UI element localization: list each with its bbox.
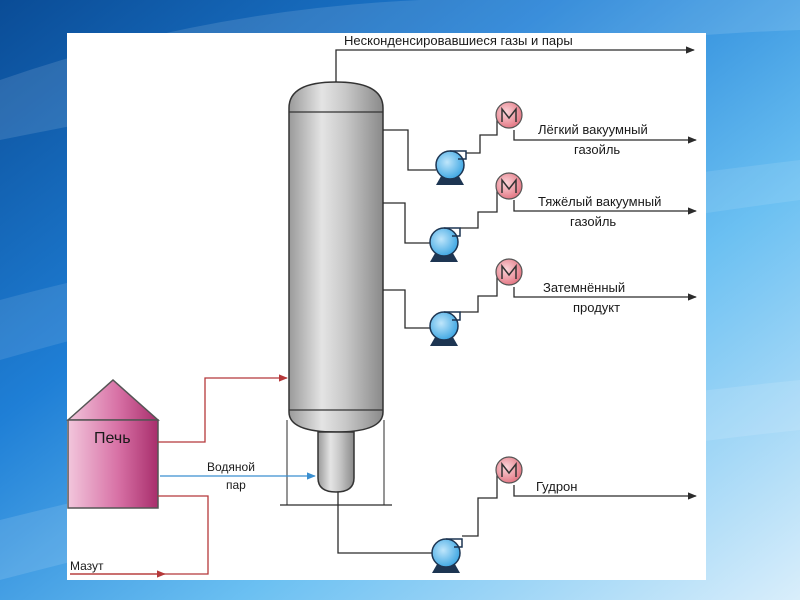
- residue-line: [337, 470, 697, 554]
- product-3-label-line2: продукт: [573, 300, 620, 315]
- steam-label-line2: пар: [226, 478, 246, 492]
- pump-icon: [429, 311, 461, 346]
- steam-label-line1: Водяной: [207, 460, 255, 474]
- pump-icon: [431, 538, 463, 573]
- feed-label: Мазут: [70, 559, 104, 573]
- vacuum-column: [280, 81, 392, 506]
- side-draw-2: [383, 185, 697, 244]
- heat-exchanger-icon: [495, 172, 523, 200]
- heat-exchanger-icon: [495, 101, 523, 129]
- product-1-label-line2: газойль: [574, 142, 620, 157]
- pump-icon: [429, 227, 461, 262]
- overhead-label: Несконденсировавшиеся газы и пары: [344, 33, 573, 48]
- feed-line: [70, 495, 209, 578]
- heat-exchanger-icon: [495, 258, 523, 286]
- pump-icon: [435, 150, 467, 185]
- product-3-label-line1: Затемнённый: [543, 280, 625, 295]
- product-2-label-line1: Тяжёлый вакуумный: [538, 194, 661, 209]
- diagram-panel: [67, 33, 706, 580]
- side-draw-3: [383, 272, 697, 329]
- furnace: [66, 378, 160, 509]
- transfer-line: [158, 374, 288, 443]
- heat-exchanger-icon: [495, 456, 523, 484]
- product-2-label-line2: газойль: [570, 214, 616, 229]
- overhead-gas-line: [335, 46, 695, 82]
- furnace-label: Печь: [94, 430, 131, 447]
- product-1-label-line1: Лёгкий вакуумный: [538, 122, 648, 137]
- product-4-label-line1: Гудрон: [536, 479, 577, 494]
- side-draw-1: [383, 115, 697, 171]
